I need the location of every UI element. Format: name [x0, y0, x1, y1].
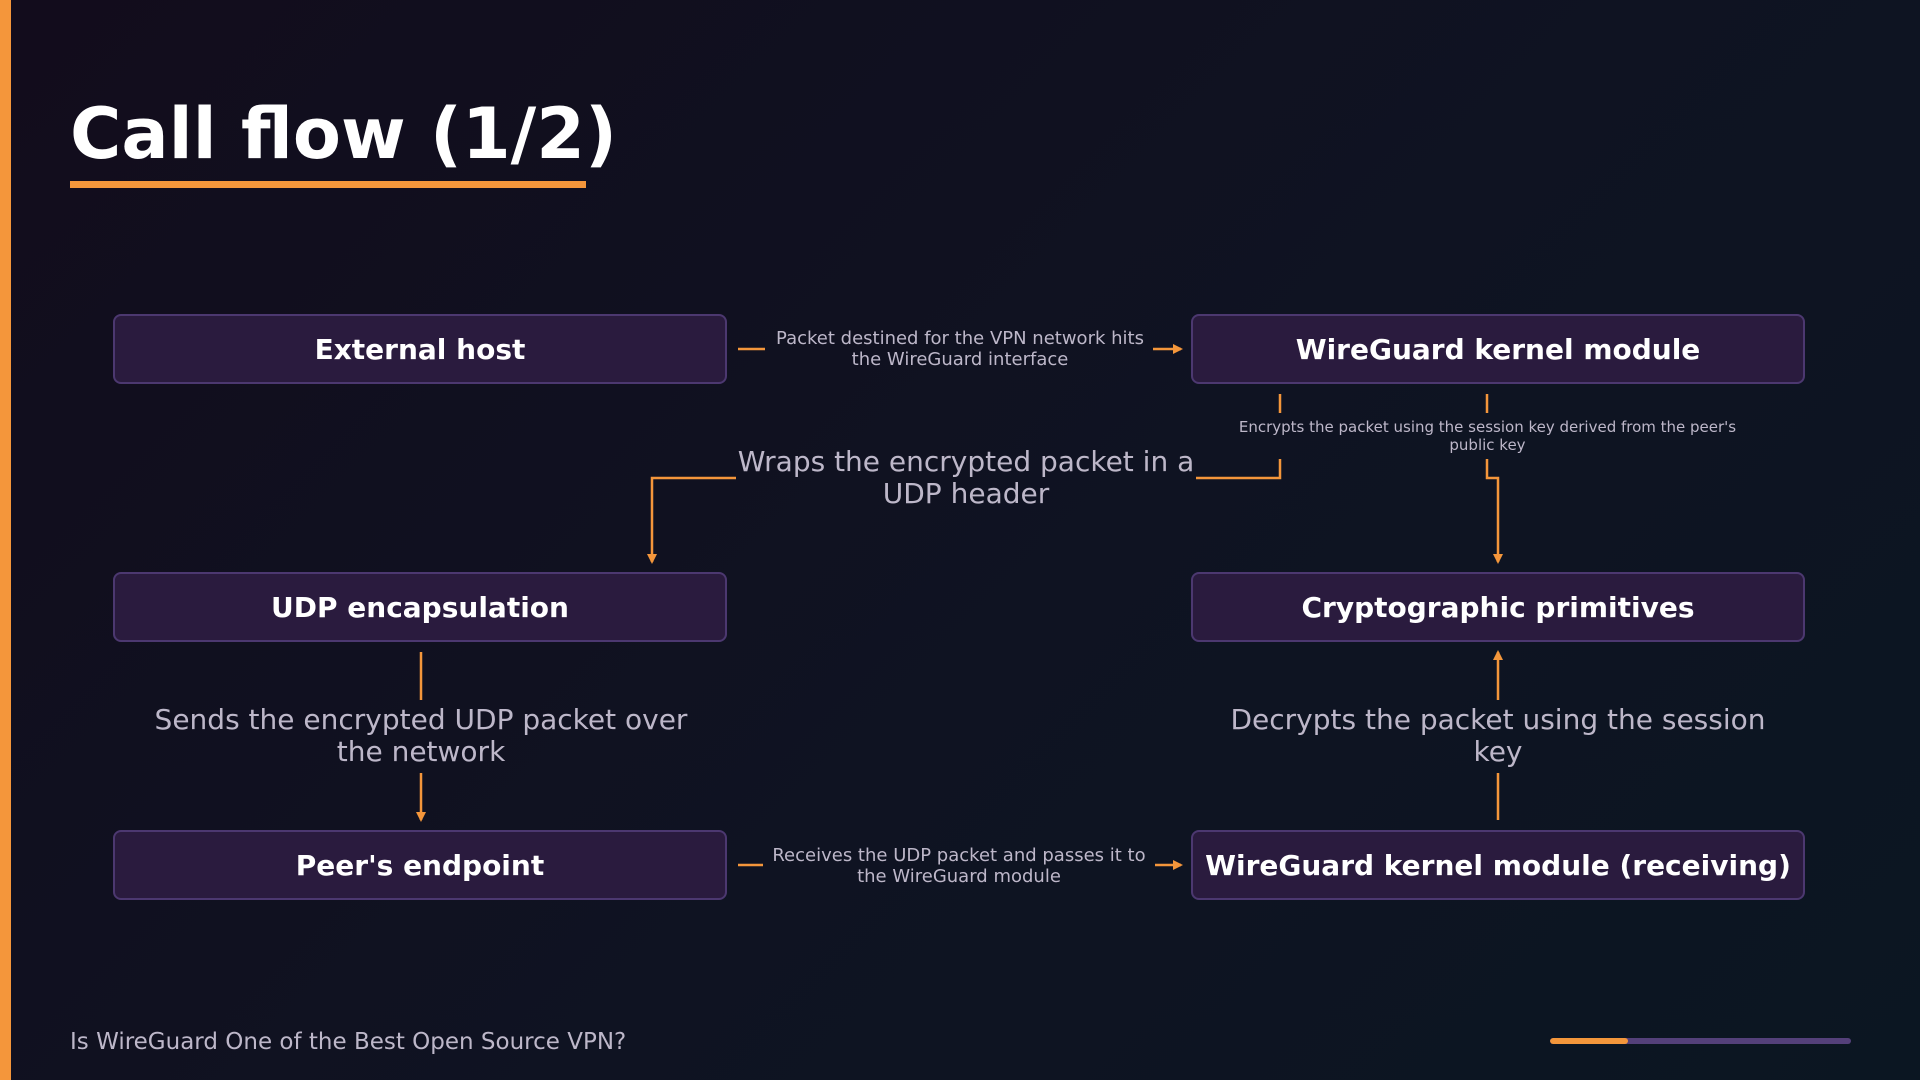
- edge-label-udp-to-peer: Sends the encrypted UDP packet over the …: [154, 703, 688, 768]
- node-wireguard-kernel-module-receiving: WireGuard kernel module (receiving): [1191, 830, 1805, 900]
- slide-progress-fill: [1550, 1038, 1629, 1044]
- slide-title: Call flow (1/2): [70, 93, 617, 175]
- left-accent-bar: [0, 0, 11, 1080]
- edge-wg-to-crypto-end: [1485, 459, 1503, 564]
- title-underline: [70, 181, 586, 188]
- edge-label-host-to-wg: Packet destined for the VPN network hits…: [776, 328, 1144, 370]
- node-cryptographic-primitives: Cryptographic primitives: [1191, 572, 1805, 642]
- edge-label-wgrecv-to-crypto: Decrypts the packet using the session ke…: [1230, 703, 1766, 768]
- edge-label-wg-to-crypto: Encrypts the packet using the session ke…: [1238, 418, 1737, 454]
- node-external-host: External host: [113, 314, 727, 384]
- slide-footer: Is WireGuard One of the Best Open Source…: [70, 1029, 627, 1055]
- node-peers-endpoint: Peer's endpoint: [113, 830, 727, 900]
- slide-progress-bar: [1550, 1038, 1851, 1044]
- edge-label-peer-to-wgrecv: Receives the UDP packet and passes it to…: [772, 845, 1146, 887]
- node-wireguard-kernel-module: WireGuard kernel module: [1191, 314, 1805, 384]
- node-udp-encapsulation: UDP encapsulation: [113, 572, 727, 642]
- edge-wg-to-udp-end: [647, 476, 736, 564]
- edge-wg-to-udp-mid: [1196, 459, 1282, 480]
- edge-label-wg-to-udp: Wraps the encrypted packet in a UDP head…: [737, 445, 1195, 510]
